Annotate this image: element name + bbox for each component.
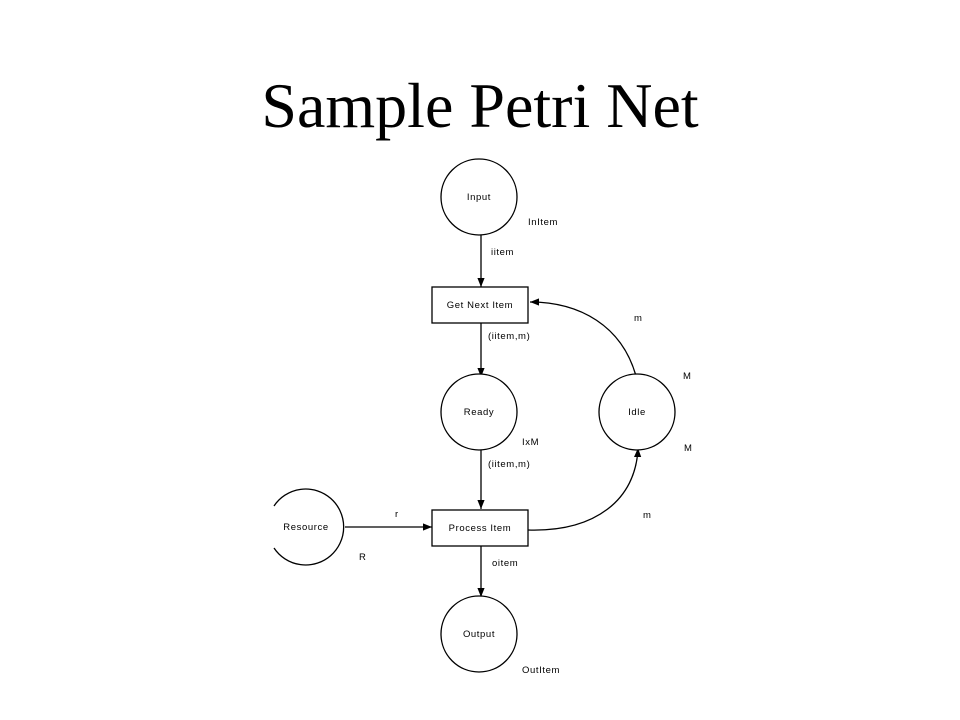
place-resource <box>273 488 345 566</box>
arc-resource-to-process-inscription: r <box>395 509 399 520</box>
place-idle-initial-marking: M <box>683 371 692 382</box>
place-ready <box>440 373 518 451</box>
place-output-label: Output <box>463 629 495 640</box>
place-resource-label: Resource <box>283 522 328 533</box>
arc-idle-to-get-next-item <box>529 298 637 377</box>
place-input-type: InItem <box>528 217 558 228</box>
place-input-label: Input <box>467 192 491 203</box>
transition-get-next-item-label: Get Next Item <box>447 300 513 311</box>
place-resource-type: R <box>359 552 366 563</box>
transition-process-item <box>431 509 529 547</box>
arc-process-to-idle-inscription: m <box>643 510 652 521</box>
place-ready-label: Ready <box>464 407 494 418</box>
place-output-type: OutItem <box>522 665 560 676</box>
arc-idle-to-get-inscription: m <box>634 313 643 324</box>
place-output <box>440 595 518 673</box>
slide-title: Sample Petri Net <box>261 70 699 141</box>
arc-ready-to-process-inscription: (iitem,m) <box>488 459 530 470</box>
arc-process-item-to-idle <box>527 447 642 531</box>
place-ready-type: IxM <box>522 437 539 448</box>
place-idle <box>598 373 676 451</box>
arc-process-to-output-inscription: oitem <box>492 558 518 569</box>
transition-get-next-item <box>431 286 529 324</box>
place-idle-type: M <box>684 443 693 454</box>
arc-input-to-get-inscription: iitem <box>491 247 514 258</box>
arc-get-to-ready-inscription: (iitem,m) <box>488 331 530 342</box>
place-input <box>440 158 518 236</box>
place-idle-label: Idle <box>628 407 646 418</box>
transition-process-item-label: Process Item <box>449 523 512 534</box>
